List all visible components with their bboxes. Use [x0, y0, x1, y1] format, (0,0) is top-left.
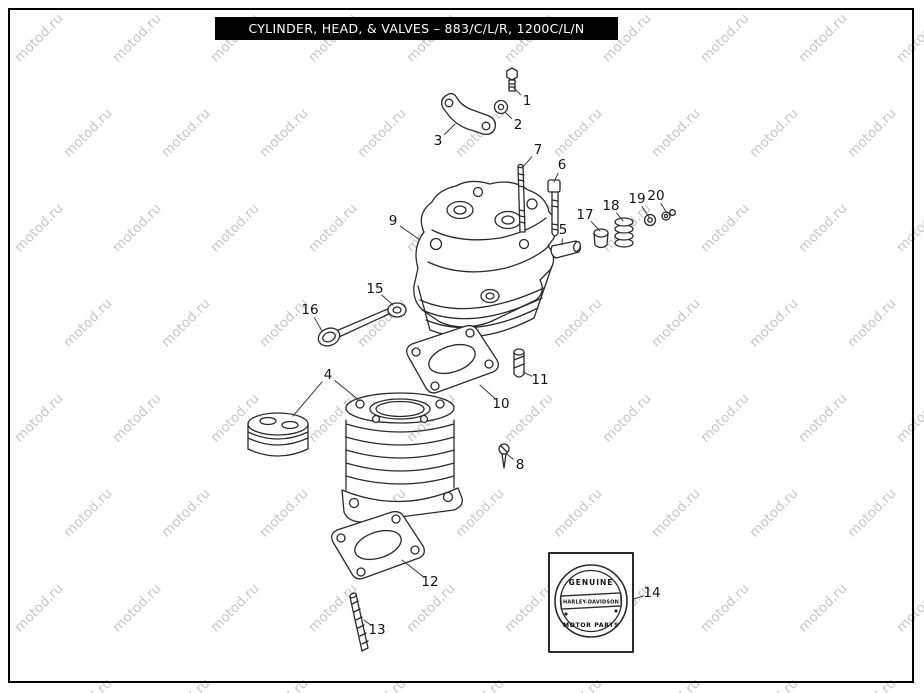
callout-7: 7 — [533, 142, 543, 158]
callout-16: 16 — [301, 302, 319, 318]
callout-18: 18 — [602, 198, 620, 214]
part-7-stud-drawing — [517, 163, 526, 233]
part-20-keeper-drawing — [661, 209, 676, 221]
leader-line-6 — [553, 172, 559, 183]
part-11-dowel-drawing — [513, 348, 525, 378]
leader-line-4 — [334, 380, 361, 402]
part-19-collar-drawing — [643, 213, 657, 227]
callout-9: 9 — [388, 213, 398, 229]
part-18-spring-drawing — [614, 217, 634, 248]
leader-lines — [292, 87, 668, 626]
callout-10: 10 — [492, 396, 510, 412]
part-15-seal-drawing — [387, 302, 407, 318]
leader-line-1 — [513, 87, 522, 96]
badge-text-brand: HARLEY-DAVIDSON — [563, 600, 619, 606]
leader-line-8 — [506, 453, 514, 460]
leader-line-11 — [522, 371, 533, 377]
leader-line-18 — [616, 212, 624, 222]
callout-20: 20 — [647, 188, 665, 204]
leader-line-20 — [660, 203, 668, 214]
part-3-bracket-drawing — [441, 92, 497, 136]
leader-line-10 — [479, 384, 495, 399]
callout-3: 3 — [433, 133, 443, 149]
callout-13: 13 — [368, 622, 386, 638]
part-14-genuine-parts-badge: GENUINE HARLEY-DAVIDSON MOTOR PARTS — [548, 552, 634, 653]
diagram-title: CYLINDER, HEAD, & VALVES – 883/C/L/R, 12… — [248, 21, 585, 36]
part-2-washer-drawing — [493, 99, 509, 115]
leader-line-17 — [590, 221, 601, 232]
part-6-bolt-drawing — [547, 179, 561, 237]
part-17-retainer-drawing — [593, 228, 609, 249]
leader-line-19 — [641, 205, 650, 218]
part-1-screw-drawing — [506, 67, 518, 92]
badge-text-motor-parts: MOTOR PARTS — [563, 622, 619, 629]
leader-line-2 — [504, 111, 513, 120]
leader-line-14 — [633, 595, 644, 600]
part-10-head-gasket-drawing — [406, 324, 499, 394]
callout-1: 1 — [522, 93, 532, 109]
part-12-base-gasket-drawing — [331, 510, 425, 580]
part-13-stud-drawing — [349, 592, 369, 652]
callout-17: 17 — [576, 207, 594, 223]
leader-line-15 — [381, 294, 394, 306]
callout-15: 15 — [366, 281, 384, 297]
leader-line-16 — [313, 317, 323, 332]
part-4-cylinder-drawing — [341, 392, 463, 523]
diagram-title-bar: CYLINDER, HEAD, & VALVES – 883/C/L/R, 12… — [215, 17, 618, 40]
callout-14: 14 — [643, 585, 661, 601]
callout-2: 2 — [513, 117, 523, 133]
callout-4: 4 — [323, 367, 333, 383]
callout-11: 11 — [531, 372, 549, 388]
leader-line-7 — [521, 156, 533, 169]
part-4-piston-drawing — [247, 412, 309, 457]
leader-line-12 — [401, 559, 424, 577]
leader-line-4 — [292, 381, 323, 417]
part-8-screw-drawing — [498, 443, 510, 469]
leader-line-13 — [363, 619, 371, 626]
leader-line-9 — [399, 225, 421, 241]
leader-line-3 — [443, 123, 456, 136]
callout-12: 12 — [421, 574, 439, 590]
part-5-fitting-drawing — [550, 240, 582, 259]
callout-6: 6 — [557, 157, 567, 173]
callout-5: 5 — [558, 222, 568, 238]
callout-19: 19 — [628, 191, 646, 207]
callout-8: 8 — [515, 457, 525, 473]
badge-text-genuine: GENUINE — [569, 578, 614, 587]
